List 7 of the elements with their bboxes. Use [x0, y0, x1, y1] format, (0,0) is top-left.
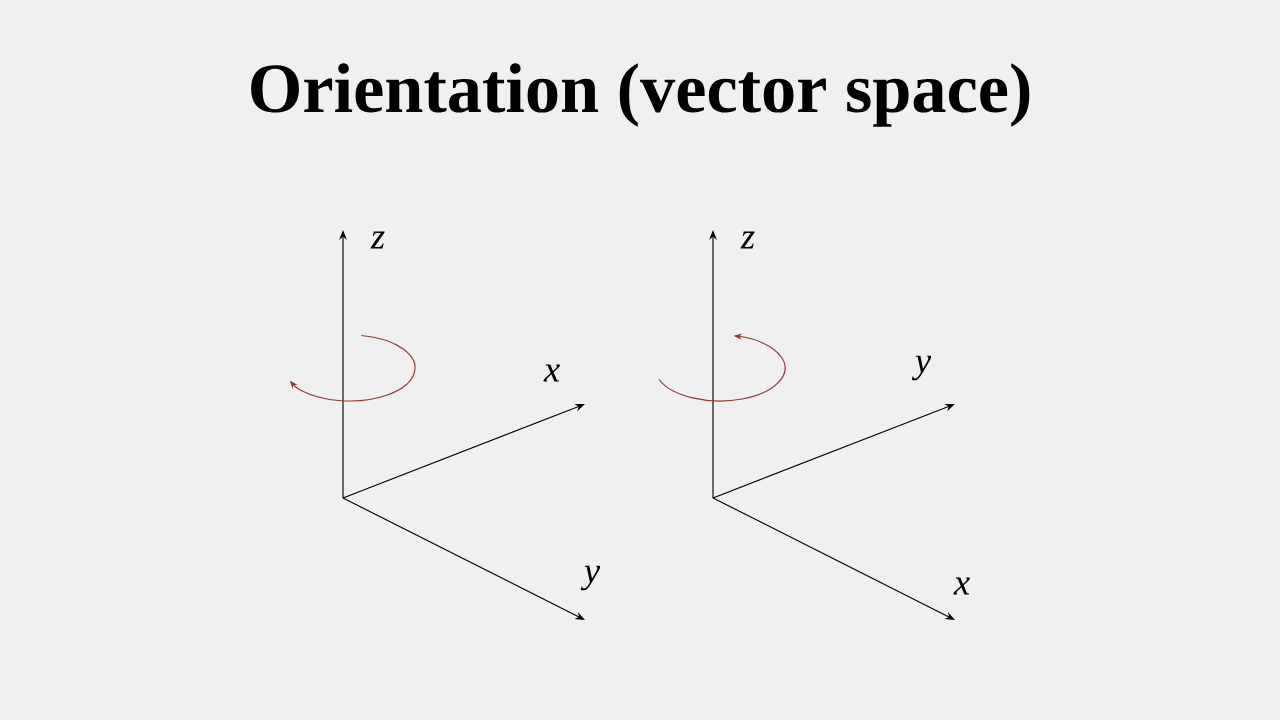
axis-label: z	[370, 231, 385, 249]
axis-label: y	[580, 565, 601, 591]
axis-label: z	[740, 231, 755, 249]
axis-label: x	[543, 364, 560, 382]
axis-label: x	[953, 577, 970, 595]
title: Orientation (vector space)	[251, 63, 1030, 127]
axis-label: y	[911, 355, 932, 381]
